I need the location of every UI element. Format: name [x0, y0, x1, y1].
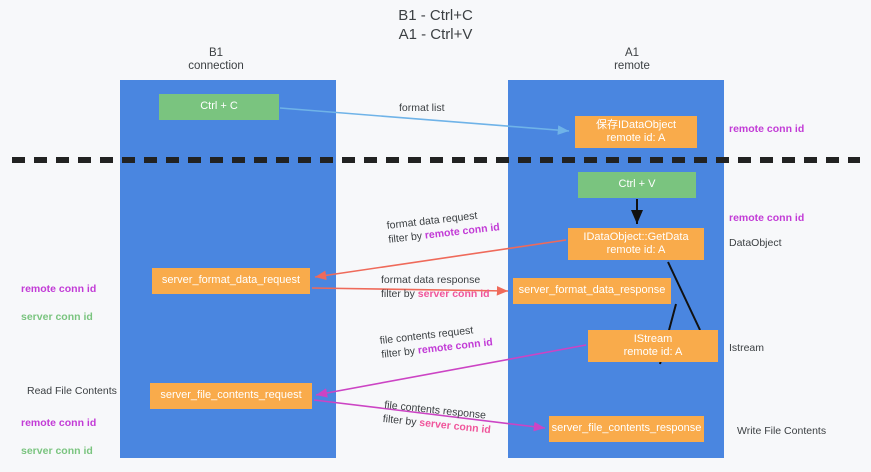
node-idataobject-getdata[interactable]: IDataObject::GetData remote id: A — [568, 228, 704, 260]
node-server-format-data-request[interactable]: server_format_data_request — [152, 268, 310, 294]
column-header-a1: A1 remote — [614, 47, 650, 72]
annotation-conn-ids-upper: remote conn id server conn id — [21, 268, 96, 338]
edge-label-format-data-response: format data response filter by server co… — [381, 273, 490, 301]
node-ctrl-v[interactable]: Ctrl + V — [578, 172, 696, 198]
edge-label-format-data-request: format data request filter by remote con… — [386, 206, 500, 247]
annotation-remote-conn-id-top: remote conn id — [729, 123, 805, 135]
node-server-file-contents-response[interactable]: server_file_contents_response — [549, 416, 704, 442]
annotation-server-conn-id-left-2: server conn id — [21, 445, 93, 457]
edge-label-file-contents-request: file contents request filter by remote c… — [379, 321, 493, 362]
edge-label-line-1: format data response — [381, 274, 481, 286]
column-header-b1: B1 connection — [188, 47, 244, 72]
annotation-server-conn-id-left: server conn id — [21, 311, 93, 323]
annotation-dataobject: DataObject — [729, 237, 782, 249]
annotation-read-file-contents: Read File Contents — [27, 385, 117, 397]
filter-prefix: filter by — [387, 229, 426, 246]
node-server-format-data-response[interactable]: server_format_data_response — [513, 278, 671, 304]
annotation-istream: Istream — [729, 342, 765, 354]
filter-prefix: filter by — [380, 344, 419, 361]
filter-key-server-conn-id: server conn id — [417, 288, 490, 300]
filter-prefix: filter by — [382, 412, 420, 429]
annotation-remote-conn-id-left: remote conn id — [21, 283, 97, 295]
annotation-write-file-contents: Write File Contents — [737, 425, 827, 437]
node-idataobject[interactable]: 保存IDataObject remote id: A — [575, 116, 697, 148]
node-ctrl-c[interactable]: Ctrl + C — [159, 94, 279, 120]
edge-label-line-2: filter by server conn id — [381, 287, 490, 301]
phase-separator-dashed-line — [12, 157, 860, 163]
annotation-conn-ids-lower: remote conn id server conn id — [21, 402, 96, 472]
node-server-file-contents-request[interactable]: server_file_contents_request — [150, 383, 312, 409]
edge-label-file-contents-response: file contents response filter by server … — [382, 398, 493, 437]
annotation-remote-conn-id-mid: remote conn id — [729, 212, 805, 224]
node-istream[interactable]: IStream remote id: A — [588, 330, 718, 362]
annotation-remote-conn-id-left-2: remote conn id — [21, 417, 97, 429]
filter-prefix: filter by — [381, 288, 418, 300]
page-title: B1 - Ctrl+C A1 - Ctrl+V — [398, 7, 473, 43]
edge-label-format-list: format list — [399, 102, 445, 114]
